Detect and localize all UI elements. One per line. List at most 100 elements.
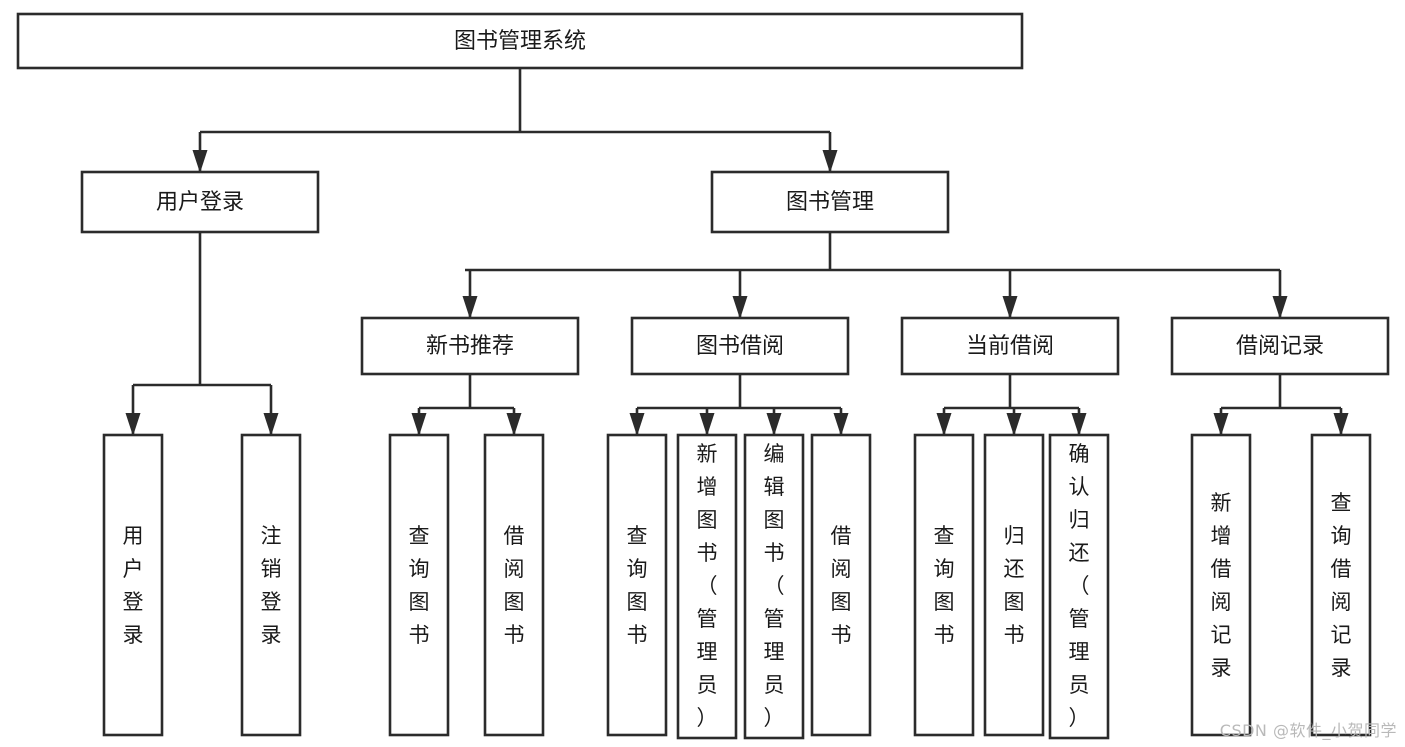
node-label: 当前借阅	[966, 334, 1054, 359]
connector-bus-records	[1221, 374, 1341, 410]
node-leaf-10[interactable]: 归还图书	[983, 433, 1045, 737]
node-label: 注销登录	[261, 524, 282, 647]
node-newbook[interactable]: 新书推荐	[360, 316, 580, 376]
edge-borrow-to-leaf-7	[766, 408, 782, 436]
node-leaf-9[interactable]: 查询图书	[913, 433, 975, 737]
node-box	[900, 316, 1120, 376]
edge-records-to-leaf-12	[1213, 408, 1229, 436]
node-label: 图书管理系统	[454, 29, 586, 54]
arrow-icon	[263, 413, 279, 436]
node-label: 借阅记录	[1236, 334, 1324, 359]
node-box	[630, 316, 850, 376]
node-label: 编辑图书（管理员）	[764, 442, 785, 730]
node-label: 用户登录	[123, 524, 144, 647]
arrow-icon	[1006, 413, 1022, 436]
node-label: 用户登录	[156, 190, 244, 215]
arrow-icon	[1213, 413, 1229, 436]
node-label: 新增图书（管理员）	[697, 442, 718, 730]
node-box	[102, 433, 164, 737]
arrow-icon	[629, 413, 645, 436]
node-box	[1190, 433, 1252, 737]
node-label: 查询图书	[934, 524, 955, 647]
arrow-icon	[699, 413, 715, 436]
edge-borrow-to-leaf-8	[833, 408, 849, 436]
node-leaf-7[interactable]: 编辑图书（管理员）	[743, 433, 805, 740]
node-box	[743, 433, 805, 740]
edge-bookmgmt-to-current	[1002, 270, 1018, 319]
connector-bus-current	[944, 374, 1079, 410]
node-box	[810, 433, 872, 737]
edge-login-to-leaf-1	[125, 385, 141, 436]
node-label: 图书借阅	[696, 334, 784, 359]
node-leaf-5[interactable]: 查询图书	[606, 433, 668, 737]
edge-newbook-to-leaf-4	[506, 408, 522, 436]
edge-bookmgmt-to-records	[1272, 270, 1288, 319]
arrow-icon	[1002, 296, 1018, 319]
node-box	[240, 433, 302, 737]
node-records[interactable]: 借阅记录	[1170, 316, 1390, 376]
edge-borrow-to-leaf-6	[699, 408, 715, 436]
node-box	[913, 433, 975, 737]
node-label: 新书推荐	[426, 334, 514, 359]
node-label: 借阅图书	[831, 524, 852, 647]
arrow-icon	[1333, 413, 1349, 436]
edge-bookmgmt-to-newbook	[462, 270, 478, 319]
node-login[interactable]: 用户登录	[80, 170, 320, 234]
arrow-icon	[192, 150, 208, 173]
arrow-icon	[822, 150, 838, 173]
connector-bus-login	[133, 232, 271, 387]
node-box	[483, 433, 545, 737]
node-bookmgmt[interactable]: 图书管理	[710, 170, 950, 234]
edge-current-to-leaf-9	[936, 408, 952, 436]
node-box	[676, 433, 738, 740]
node-box	[16, 12, 1024, 70]
node-leaf-6[interactable]: 新增图书（管理员）	[676, 433, 738, 740]
node-box	[360, 316, 580, 376]
node-leaf-2[interactable]: 注销登录	[240, 433, 302, 737]
arrow-icon	[1272, 296, 1288, 319]
node-box	[80, 170, 320, 234]
node-leaf-1[interactable]: 用户登录	[102, 433, 164, 737]
node-leaf-4[interactable]: 借阅图书	[483, 433, 545, 737]
node-label: 新增借阅记录	[1211, 491, 1232, 680]
arrow-icon	[125, 413, 141, 436]
arrow-icon	[766, 413, 782, 436]
node-layer: 图书管理系统用户登录图书管理新书推荐图书借阅当前借阅借阅记录用户登录注销登录查询…	[16, 12, 1390, 740]
node-label: 确认归还（管理员）	[1069, 442, 1090, 730]
node-current[interactable]: 当前借阅	[900, 316, 1120, 376]
node-leaf-12[interactable]: 新增借阅记录	[1190, 433, 1252, 737]
connector-bus-borrow	[637, 374, 841, 410]
node-leaf-11[interactable]: 确认归还（管理员）	[1048, 433, 1110, 740]
edge-newbook-to-leaf-3	[411, 408, 427, 436]
edge-login-to-leaf-2	[263, 385, 279, 436]
arrow-icon	[936, 413, 952, 436]
node-leaf-3[interactable]: 查询图书	[388, 433, 450, 737]
connector-bus-newbook	[419, 374, 514, 410]
edge-records-to-leaf-13	[1333, 408, 1349, 436]
node-box	[1310, 433, 1372, 737]
connector-bus-root	[200, 68, 830, 134]
node-box	[983, 433, 1045, 737]
connector-layer	[125, 68, 1349, 436]
node-borrow[interactable]: 图书借阅	[630, 316, 850, 376]
arrow-icon	[411, 413, 427, 436]
arrow-icon	[1071, 413, 1087, 436]
node-box	[606, 433, 668, 737]
edge-borrow-to-leaf-5	[629, 408, 645, 436]
node-box	[1048, 433, 1110, 740]
edge-current-to-leaf-10	[1006, 408, 1022, 436]
node-leaf-13[interactable]: 查询借阅记录	[1310, 433, 1372, 737]
arrow-icon	[506, 413, 522, 436]
edge-root-to-login	[192, 132, 208, 173]
node-leaf-8[interactable]: 借阅图书	[810, 433, 872, 737]
node-box	[1170, 316, 1390, 376]
node-label: 查询图书	[627, 524, 648, 647]
node-box	[710, 170, 950, 234]
edge-bookmgmt-to-borrow	[732, 270, 748, 319]
arrow-icon	[462, 296, 478, 319]
node-root[interactable]: 图书管理系统	[16, 12, 1024, 70]
arrow-icon	[732, 296, 748, 319]
node-label: 查询借阅记录	[1331, 491, 1352, 680]
